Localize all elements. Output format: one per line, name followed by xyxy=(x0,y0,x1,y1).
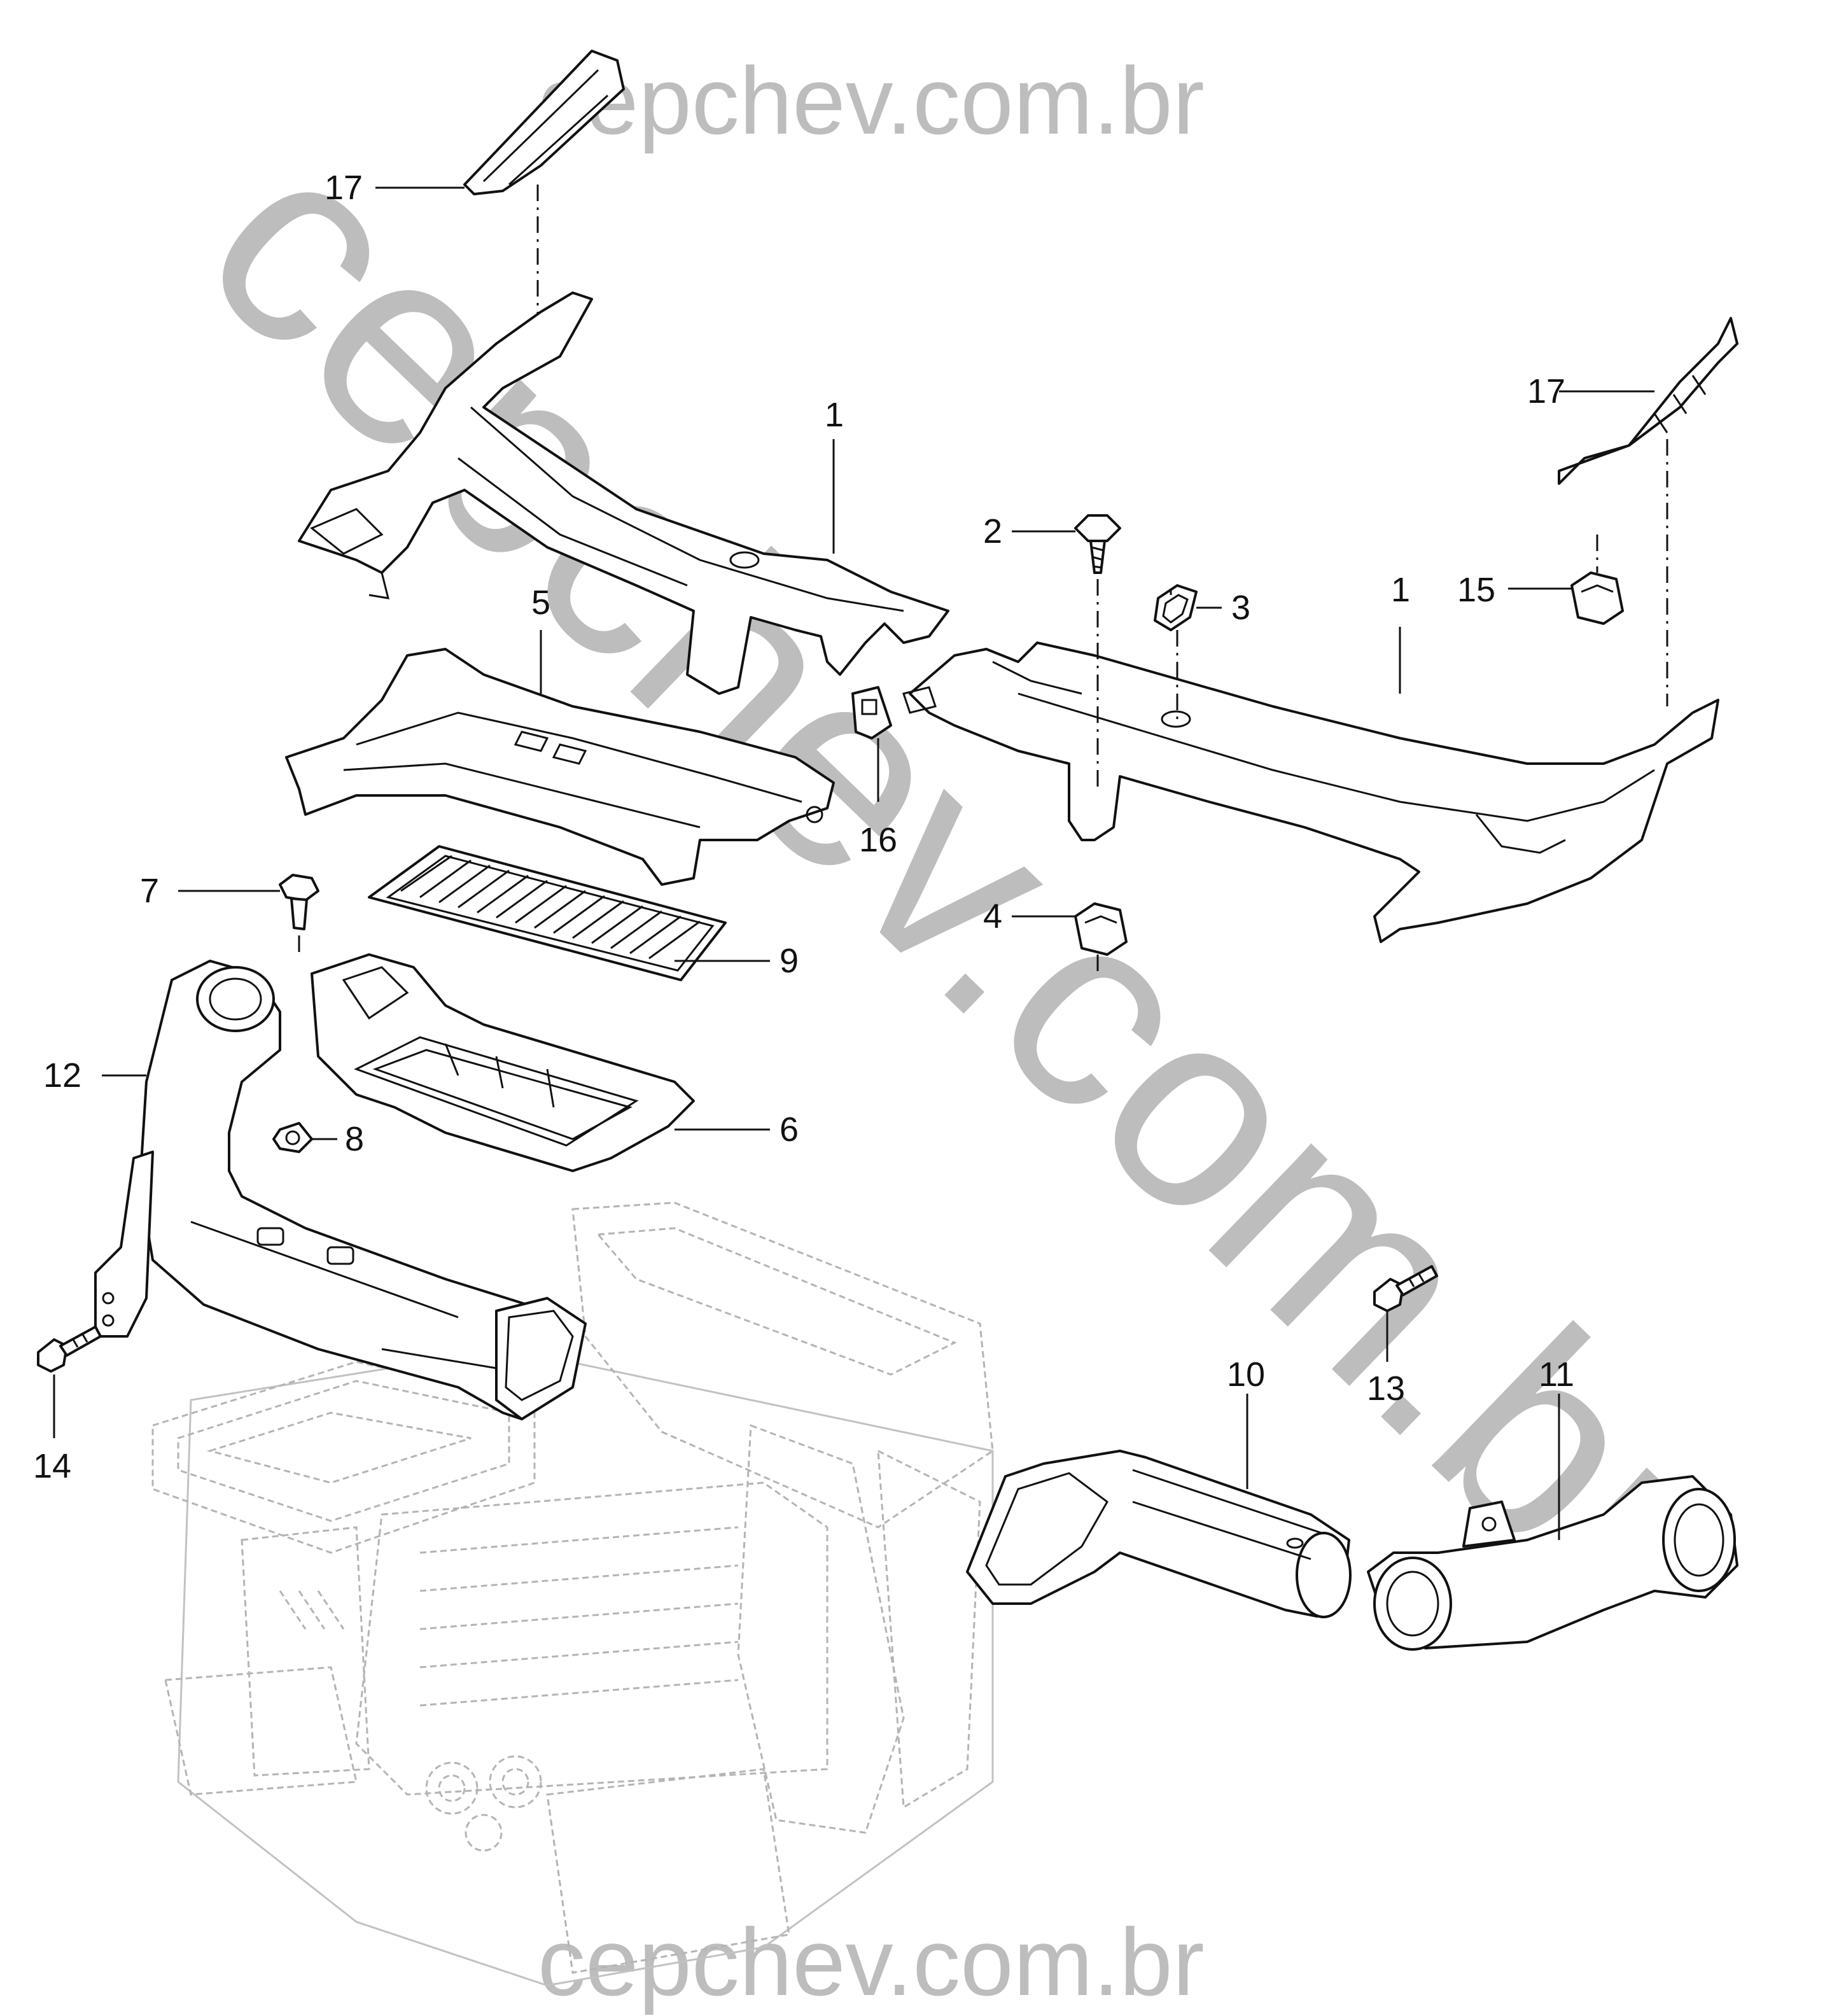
callout-16: 16 xyxy=(859,821,897,859)
callout-7: 7 xyxy=(140,872,159,910)
part-13-bolt xyxy=(1373,1265,1438,1312)
callout-2: 2 xyxy=(983,512,1002,550)
part-14-bolt xyxy=(37,1326,102,1373)
watermark-bottom: cepchev.com.br xyxy=(538,1908,1205,2015)
callout-17-right: 17 xyxy=(1527,372,1565,410)
callout-1-right: 1 xyxy=(1391,571,1410,609)
callout-17-left: 17 xyxy=(325,169,363,207)
callout-15: 15 xyxy=(1457,571,1495,609)
part-4-clip xyxy=(1074,902,1128,956)
callout-3: 3 xyxy=(1231,589,1250,627)
part-12-left-duct xyxy=(94,960,587,1420)
callouts: 17 1 2 3 1 15 17 5 16 4 7 9 12 6 8 10 11… xyxy=(33,169,1574,1485)
callout-8: 8 xyxy=(345,1120,364,1158)
part-17-right xyxy=(1558,317,1738,485)
callout-5: 5 xyxy=(531,584,550,622)
part-6-filter-housing xyxy=(311,953,695,1172)
part-9-cabin-filter xyxy=(368,845,727,981)
part-16-clip xyxy=(851,686,892,739)
part-2-screw xyxy=(1074,514,1121,574)
part-5-plenum xyxy=(285,648,835,886)
part-8-nut xyxy=(272,1122,313,1153)
callout-11: 11 xyxy=(1539,1355,1574,1394)
part-1-right xyxy=(902,641,1719,943)
callout-6: 6 xyxy=(780,1110,799,1149)
hvac-housing-ghost xyxy=(151,1201,994,1987)
part-1-left xyxy=(298,291,949,695)
callout-12: 12 xyxy=(43,1056,81,1095)
part-17-left xyxy=(463,50,625,195)
watermark-top: cepchev.com.br xyxy=(538,47,1205,154)
callout-13: 13 xyxy=(1367,1369,1405,1408)
callout-1-left: 1 xyxy=(825,396,844,434)
callout-14: 14 xyxy=(33,1447,71,1485)
part-7-bolt xyxy=(279,874,319,930)
callout-10: 10 xyxy=(1227,1355,1265,1394)
callout-9: 9 xyxy=(780,942,799,980)
part-3-grommet xyxy=(1154,584,1198,631)
part-10-duct xyxy=(966,1450,1352,1618)
callout-4: 4 xyxy=(983,897,1002,935)
part-11-duct xyxy=(1367,1475,1738,1651)
leader-lines xyxy=(53,186,1654,1540)
part-15-clip xyxy=(1570,571,1624,625)
